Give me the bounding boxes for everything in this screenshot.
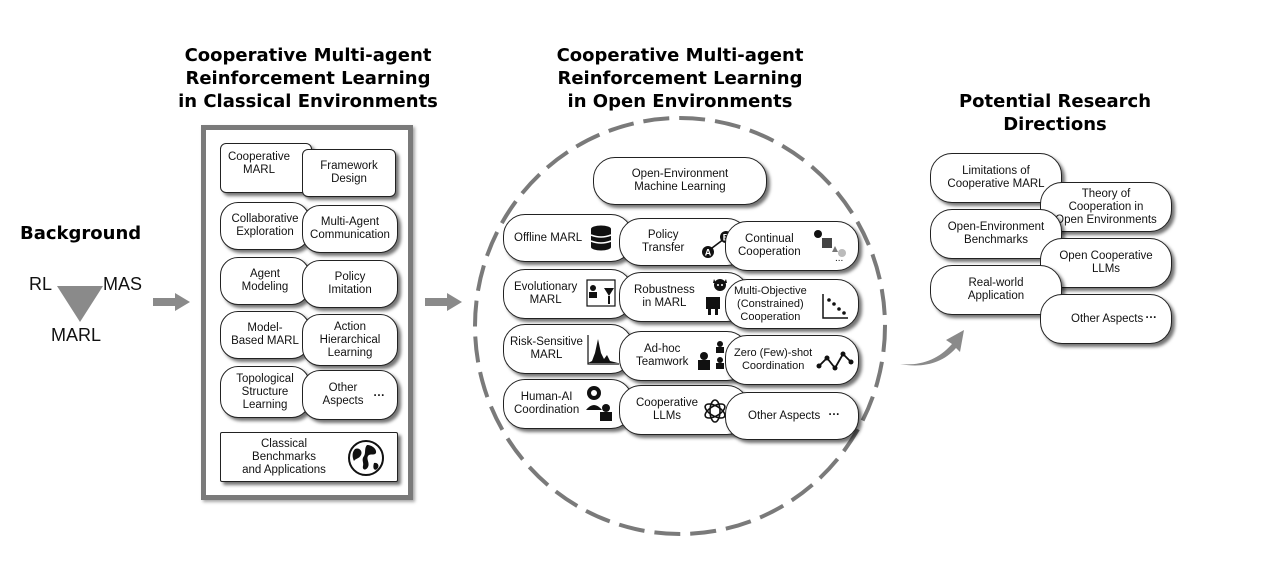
rl-label: RL [29, 274, 53, 294]
offline-marl-label: Offline MARL [514, 231, 583, 244]
background-title: Background [20, 223, 142, 244]
marl-label: MARL [51, 325, 102, 345]
policy-transfer-label: Policy Transfer [642, 229, 685, 254]
future-title: Potential Research Directions [958, 91, 1152, 135]
classical-title: Cooperative Multi-agent Reinforcement Le… [178, 45, 438, 112]
multi-agent-communication-label: Multi-Agent Communication [310, 216, 390, 241]
cooperative-marl-card: Cooperative MARL [220, 143, 312, 193]
risk-sensitive-pill: Risk-Sensitive MARL [503, 324, 633, 374]
collaborative-exploration-label: Collaborative Exploration [231, 213, 299, 238]
evolution-icon [586, 279, 616, 307]
evolutionary-marl-pill: Evolutionary MARL [503, 269, 633, 319]
future-ellipsis: ··· [1145, 312, 1158, 324]
human-ai-coordination-label: Human-AI Coordination [514, 391, 580, 416]
open-ellipsis: ··· [828, 409, 841, 421]
pareto-plot-icon [822, 294, 848, 319]
open-cooperative-llms-pill: Open Cooperative LLMs [1040, 238, 1172, 288]
collaborative-exploration-pill: Collaborative Exploration [220, 202, 310, 250]
topological-structure-learning-label: Topological Structure Learning [236, 372, 294, 411]
classical-benchmarks-card: Classical Benchmarks and Applications [220, 432, 398, 482]
action-hierarchical-learning-pill: Action Hierarchical Learning [302, 314, 398, 366]
multi-objective-label: Multi-Objective (Constrained) Cooperatio… [734, 284, 807, 323]
action-hierarchical-learning-label: Action Hierarchical Learning [319, 320, 381, 359]
ad-hoc-teamwork-label: Ad-hoc Teamwork [636, 343, 689, 368]
framework-design-label: Framework Design [320, 160, 378, 185]
arrow-3 [900, 330, 964, 366]
model-based-marl-pill: Model- Based MARL [220, 311, 310, 359]
globe-icon [348, 440, 384, 476]
real-world-application-pill: Real-world Application [930, 265, 1062, 315]
classical-benchmarks-label: Classical Benchmarks and Applications [242, 437, 326, 476]
llm-knot-icon [704, 399, 726, 423]
badge-a: A [705, 248, 712, 258]
theory-cooperation-label: Theory of Cooperation in Open Environmen… [1055, 187, 1157, 226]
real-world-application-label: Real-world Application [967, 277, 1025, 302]
open-title: Cooperative Multi-agent Reinforcement Le… [556, 45, 804, 112]
future-other-aspects-label: Other Aspects [1071, 312, 1144, 325]
multi-objective-pill: Multi-Objective (Constrained) Cooperatio… [725, 279, 859, 329]
continual-cooperation-pill: Continual Cooperation ... [725, 221, 859, 271]
continual-cooperation-label: Continual Cooperation [738, 233, 801, 258]
limitations-label: Limitations of Cooperative MARL [947, 165, 1045, 190]
open-env-ml-pill: Open-Environment Machine Learning [593, 157, 767, 205]
cooperative-llms-label: Cooperative LLMs [636, 397, 699, 422]
team-robots-icon [698, 341, 724, 370]
offline-marl-pill: Offline MARL [503, 214, 633, 262]
agent-modeling-label: Agent Modeling [241, 268, 289, 293]
mas-label: MAS [103, 274, 143, 294]
classical-frame [201, 125, 413, 500]
zero-shot-coordination-pill: Zero (Few)-shot Coordination [725, 335, 859, 385]
robustness-marl-label: Robustness in MARL [634, 284, 695, 309]
risk-sensitive-label: Risk-Sensitive MARL [510, 336, 583, 361]
human-ai-coordination-pill: Human-AI Coordination [503, 379, 633, 429]
classical-other-aspects-pill: Other Aspects ··· [302, 370, 398, 420]
theory-cooperation-pill: Theory of Cooperation in Open Environmen… [1040, 182, 1172, 232]
open-env-benchmarks-pill: Open-Environment Benchmarks [930, 209, 1062, 259]
arrow-2 [425, 293, 462, 311]
future-other-aspects-pill: Other Aspects ··· [1040, 294, 1172, 344]
evolutionary-marl-label: Evolutionary MARL [514, 281, 578, 306]
cooperative-marl-label: Cooperative MARL [227, 151, 290, 176]
triangle-shape [57, 286, 103, 322]
limitations-pill: Limitations of Cooperative MARL [930, 153, 1062, 203]
open-other-aspects-label: Other Aspects [748, 409, 821, 422]
devil-robot-icon [706, 279, 727, 315]
model-based-marl-label: Model- Based MARL [231, 322, 299, 347]
open-env-ml-label: Open-Environment Machine Learning [631, 168, 729, 193]
policy-imitation-pill: Policy Imitation [302, 260, 398, 308]
arrow-1 [153, 293, 190, 311]
framework-design-card: Framework Design [302, 149, 396, 197]
open-dashed-circle [473, 116, 887, 536]
topological-structure-learning-pill: Topological Structure Learning [220, 366, 310, 418]
human-robot-icon [586, 386, 612, 421]
open-other-aspects-pill: Other Aspects ··· [725, 392, 859, 440]
classical-other-aspects-label: Other Aspects [322, 382, 364, 407]
multi-agent-communication-pill: Multi-Agent Communication [302, 205, 398, 253]
line-graph-icon [816, 351, 854, 371]
distribution-icon [587, 335, 619, 365]
database-icon [590, 225, 612, 251]
continual-dots: ... [835, 253, 844, 264]
open-cooperative-llms-label: Open Cooperative LLMs [1059, 250, 1153, 275]
classical-ellipsis: ··· [373, 390, 386, 402]
agent-modeling-pill: Agent Modeling [220, 257, 310, 305]
policy-imitation-label: Policy Imitation [328, 271, 372, 296]
shapes-icon [814, 230, 846, 257]
open-env-benchmarks-label: Open-Environment Benchmarks [947, 221, 1045, 246]
zero-shot-coordination-label: Zero (Few)-shot Coordination [734, 347, 813, 372]
